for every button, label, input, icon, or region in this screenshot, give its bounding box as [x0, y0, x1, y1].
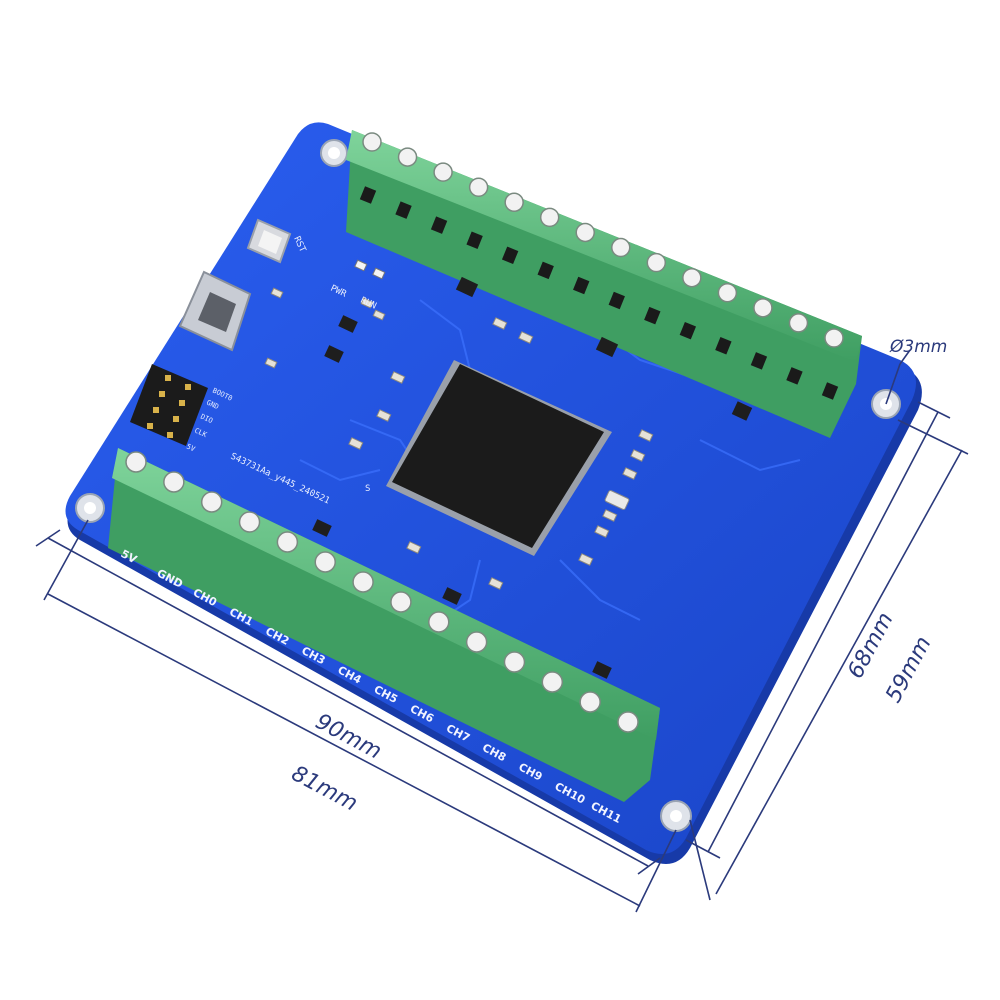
terminal-screw — [465, 631, 488, 653]
terminal-wire-slot — [395, 201, 412, 219]
terminal-screw — [579, 691, 601, 713]
dim-height-outer: 68mm — [843, 609, 898, 683]
mounting-holes — [75, 139, 901, 832]
terminal-screw — [238, 511, 261, 533]
status-leds — [354, 259, 386, 280]
terminal-screw — [390, 591, 412, 613]
mcu-chip: S — [365, 360, 612, 556]
header-pin — [159, 391, 165, 397]
terminal-screw — [753, 298, 773, 318]
terminal-screw — [541, 671, 564, 693]
terminal-screw — [200, 491, 223, 513]
terminal-wire-slot — [679, 321, 697, 340]
terminal-screw — [125, 451, 147, 473]
terminal-screw — [503, 651, 526, 673]
terminal-wire-slot — [786, 367, 803, 385]
header-pin — [167, 432, 173, 438]
terminal-screw — [468, 177, 489, 197]
dim-width-inner: 81mm — [287, 761, 361, 816]
header-pin — [173, 416, 179, 422]
terminal-screw — [352, 571, 374, 593]
terminal-screw — [276, 531, 299, 553]
terminal-screw — [575, 222, 595, 243]
silk-header-5v: 5V — [185, 443, 197, 454]
usb-c-connector — [178, 270, 252, 352]
terminal-screw — [362, 132, 382, 152]
header-pin — [147, 423, 153, 429]
pin-header — [130, 364, 208, 446]
terminal-screw — [824, 328, 844, 348]
dimension-lines — [35, 349, 969, 913]
terminal-wire-slot — [608, 291, 625, 310]
passive-components — [264, 287, 654, 590]
terminal-wire-slot — [537, 261, 554, 280]
terminal-screw — [788, 313, 809, 333]
header-pin — [165, 375, 171, 381]
terminal-wire-slot — [501, 246, 519, 265]
header-pin — [179, 400, 185, 406]
terminal-screw — [504, 192, 524, 213]
header-pin — [153, 407, 159, 413]
terminal-wire-slot — [715, 337, 732, 355]
chip-mark: S — [365, 484, 370, 494]
dim-height-inner: 59mm — [881, 633, 936, 707]
dim-hole: Ø3mm — [889, 337, 947, 357]
terminal-screw — [646, 252, 667, 273]
crystal — [604, 490, 630, 510]
terminal-wire-slot — [821, 382, 839, 400]
small-ics — [312, 276, 753, 679]
terminal-screw — [611, 237, 631, 258]
terminal-screw — [433, 162, 453, 182]
terminal-screw — [428, 611, 450, 633]
reset-button — [246, 218, 292, 264]
terminal-wire-slot — [573, 276, 590, 295]
terminal-block-bottom — [108, 448, 660, 802]
header-pin — [185, 384, 191, 390]
terminal-block-top — [346, 130, 862, 438]
terminal-wire-slot — [644, 306, 661, 325]
terminal-wire-slot — [750, 352, 768, 370]
terminal-screw — [682, 267, 702, 288]
terminal-wire-slot — [359, 186, 377, 204]
terminal-screw — [397, 147, 418, 167]
dim-width-outer: 90mm — [311, 709, 385, 764]
terminal-screw — [314, 551, 336, 573]
terminal-screw — [163, 471, 185, 493]
terminal-screw — [617, 711, 639, 733]
terminal-wire-slot — [430, 216, 448, 234]
terminal-screw — [539, 207, 560, 228]
terminal-screw — [717, 283, 738, 303]
terminal-wire-slot — [466, 231, 483, 249]
